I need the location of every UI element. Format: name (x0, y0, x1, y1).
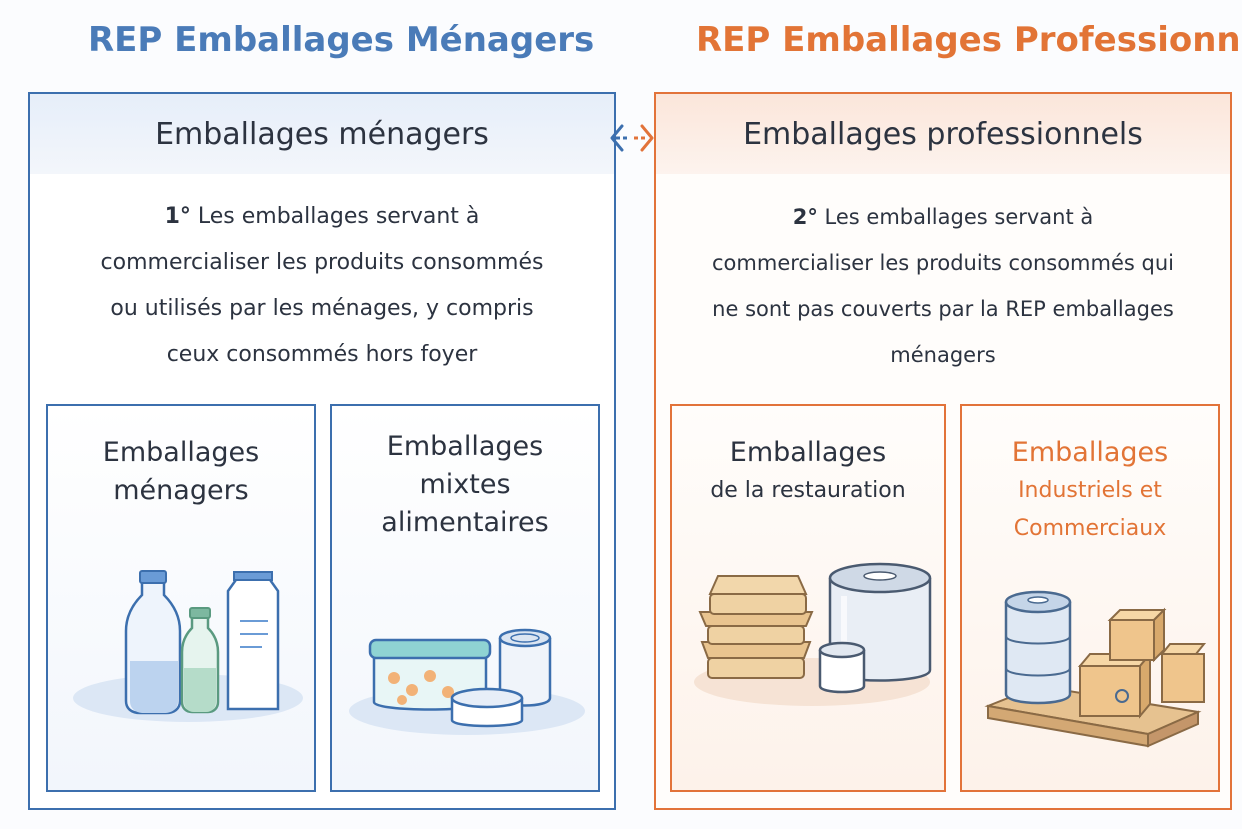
industrial-box-title-line1: Emballages (1011, 437, 1169, 468)
household-box-title: Emballages ménagers (48, 434, 314, 510)
professional-description-line2: commercialiser les produits consommés qu… (712, 251, 1174, 275)
household-description-number: 1° (164, 204, 191, 229)
professional-description-number: 2° (792, 205, 818, 229)
right-section-title: REP Emballages Professionnels (696, 20, 1242, 60)
professional-description-line1: Les emballages servant à (824, 205, 1094, 229)
household-description-line3: ou utilisés par les ménages, y compris (110, 296, 534, 321)
mixed-food-box-title-line2: mixtes (419, 469, 511, 500)
mixed-food-box-title: Emballages mixtes alimentaires (332, 428, 598, 542)
mixed-food-box-title-line1: Emballages (386, 431, 544, 462)
mixed-food-box-title-line3: alimentaires (381, 507, 549, 538)
industrial-box-title-line2: Industriels et (1018, 478, 1162, 503)
left-section-title: REP Emballages Ménagers (88, 20, 595, 60)
bidirectional-arrow-icon (610, 124, 654, 152)
professional-description: 2° Les emballages servant à commercialis… (656, 194, 1230, 378)
household-panel-heading: Emballages ménagers (30, 94, 614, 174)
pallet-drum-boxes-icon (984, 590, 1207, 748)
household-description-line2: commercialiser les produits consommés (100, 250, 544, 275)
restaurant-box-title-line2: de la restauration (710, 478, 906, 503)
restaurant-box-title-line1: Emballages (729, 437, 887, 468)
food-containers-icon (349, 628, 585, 735)
professional-panel-heading: Emballages professionnels (656, 94, 1230, 174)
restaurant-packaging-icon (694, 562, 932, 706)
industrial-box-title: Emballages Industriels et Commerciaux (962, 434, 1218, 548)
household-description-line1: Les emballages servant à (197, 204, 480, 229)
professional-packaging-panel: Emballages professionnels 2° Les emballa… (654, 92, 1232, 810)
professional-description-line3: ne sont pas couverts par la REP emballag… (712, 297, 1174, 321)
household-box-title-line1: Emballages (102, 437, 260, 468)
household-description-line4: ceux consommés hors foyer (166, 342, 478, 367)
restaurant-box-title: Emballages de la restauration (672, 434, 944, 510)
household-packaging-box: Emballages ménagers (46, 404, 316, 792)
mixed-food-packaging-box: Emballages mixtes alimentaires (330, 404, 600, 792)
household-packaging-panel: Emballages ménagers 1° Les emballages se… (28, 92, 616, 810)
industrial-box-title-line3: Commerciaux (1013, 516, 1167, 541)
industrial-commercial-packaging-box: Emballages Industriels et Commerciaux (960, 404, 1220, 792)
restaurant-packaging-box: Emballages de la restauration (670, 404, 946, 792)
household-box-title-line2: ménagers (113, 475, 249, 506)
bottles-carton-icon (73, 570, 303, 722)
household-description: 1° Les emballages servant à commercialis… (30, 194, 614, 378)
professional-description-line4: ménagers (890, 343, 996, 367)
